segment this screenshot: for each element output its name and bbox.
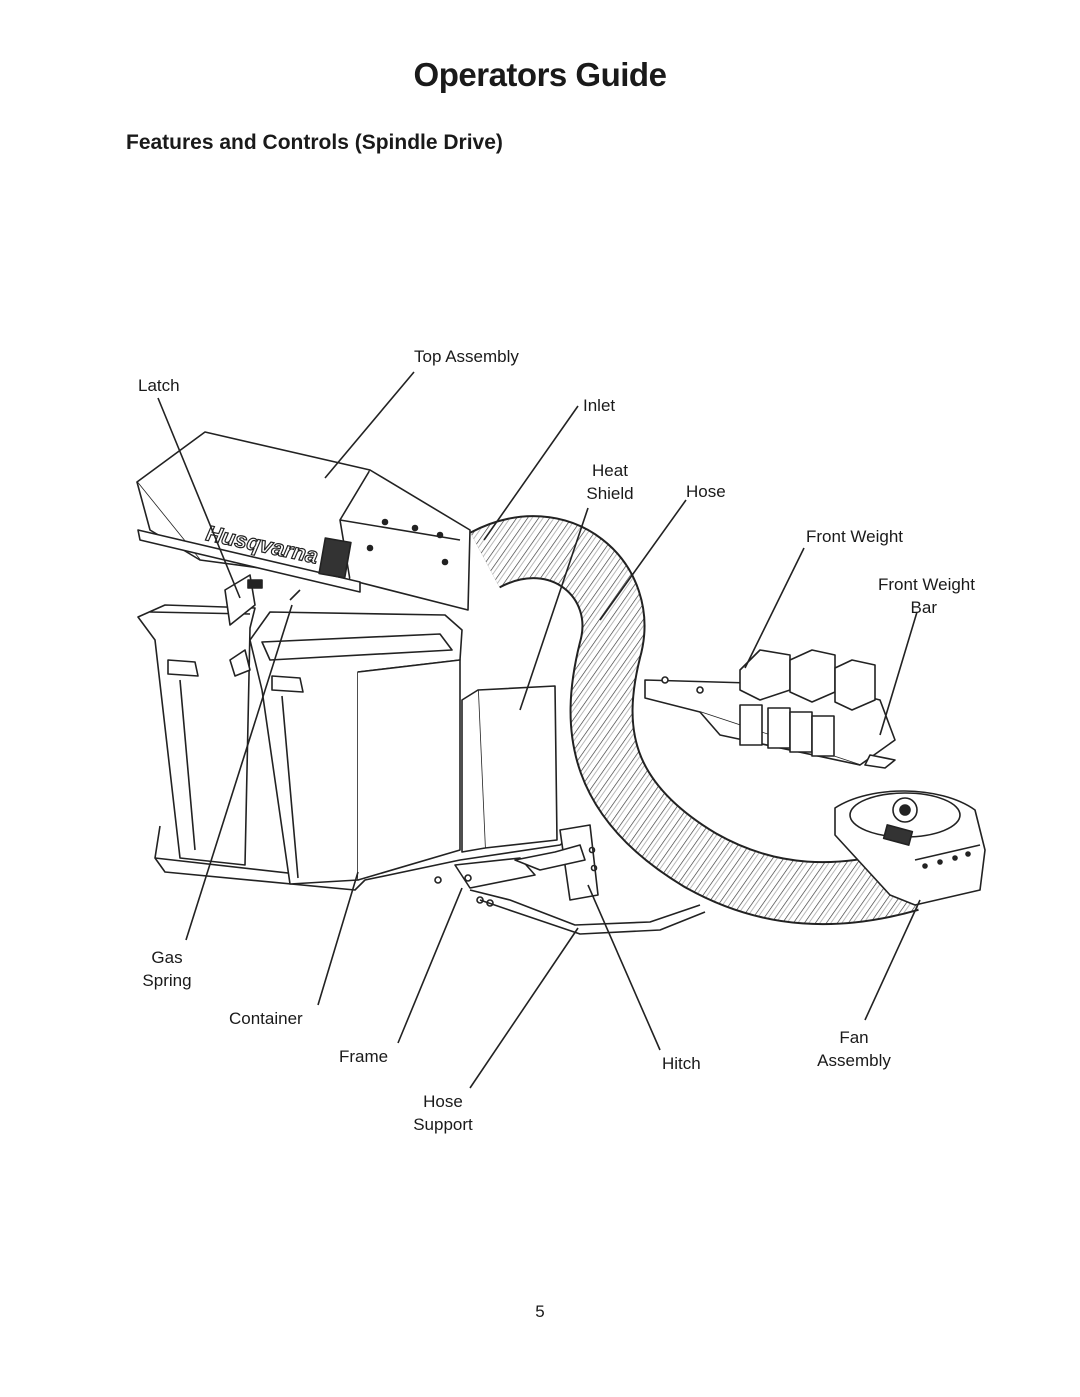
- label-heat-shield: Heat Shield: [575, 459, 645, 505]
- section-title: Features and Controls (Spindle Drive): [126, 131, 503, 154]
- fan-assembly-drawing: [834, 790, 986, 906]
- label-container: Container: [229, 1009, 303, 1028]
- label-frame: Frame: [339, 1047, 389, 1066]
- label-inlet: Inlet: [583, 396, 616, 415]
- label-hose-support-line1: Hose: [423, 1092, 463, 1111]
- label-front-weight: Front Weight: [806, 527, 904, 546]
- label-gas-spring-line2: Spring: [142, 971, 192, 990]
- label-hose-support-line2: Support: [413, 1115, 473, 1134]
- label-fan-assembly: Fan Assembly: [810, 1026, 898, 1072]
- label-front-weight-bar: Front Weight Bar: [840, 573, 975, 619]
- page-number: 5: [535, 1302, 545, 1321]
- label-gas-spring: Gas Spring: [132, 946, 202, 992]
- label-latch: Latch: [138, 376, 180, 395]
- label-fan-assembly-line2: Assembly: [817, 1051, 891, 1070]
- containers-drawing: [137, 604, 558, 885]
- label-front-weight-bar-line2: Bar: [910, 598, 937, 617]
- front-weight-drawing: [644, 649, 896, 769]
- label-hose: Hose: [686, 482, 726, 501]
- frame-drawing: [154, 824, 706, 935]
- label-gas-spring-line1: Gas: [151, 948, 183, 967]
- top-assembly-drawing: [136, 431, 471, 626]
- label-hitch: Hitch: [662, 1054, 701, 1073]
- leader-lines: [157, 371, 921, 1089]
- label-front-weight-bar-line1: Front Weight: [877, 575, 975, 594]
- label-top-assembly: Top Assembly: [414, 347, 519, 366]
- label-heat-shield-line1: Heat: [592, 461, 628, 480]
- label-heat-shield-line2: Shield: [586, 484, 634, 503]
- label-fan-assembly-line1: Fan: [839, 1028, 869, 1047]
- page-title: Operators Guide: [413, 56, 667, 93]
- hose-drawing: [469, 515, 919, 926]
- label-hose-support: Hose Support: [404, 1090, 482, 1136]
